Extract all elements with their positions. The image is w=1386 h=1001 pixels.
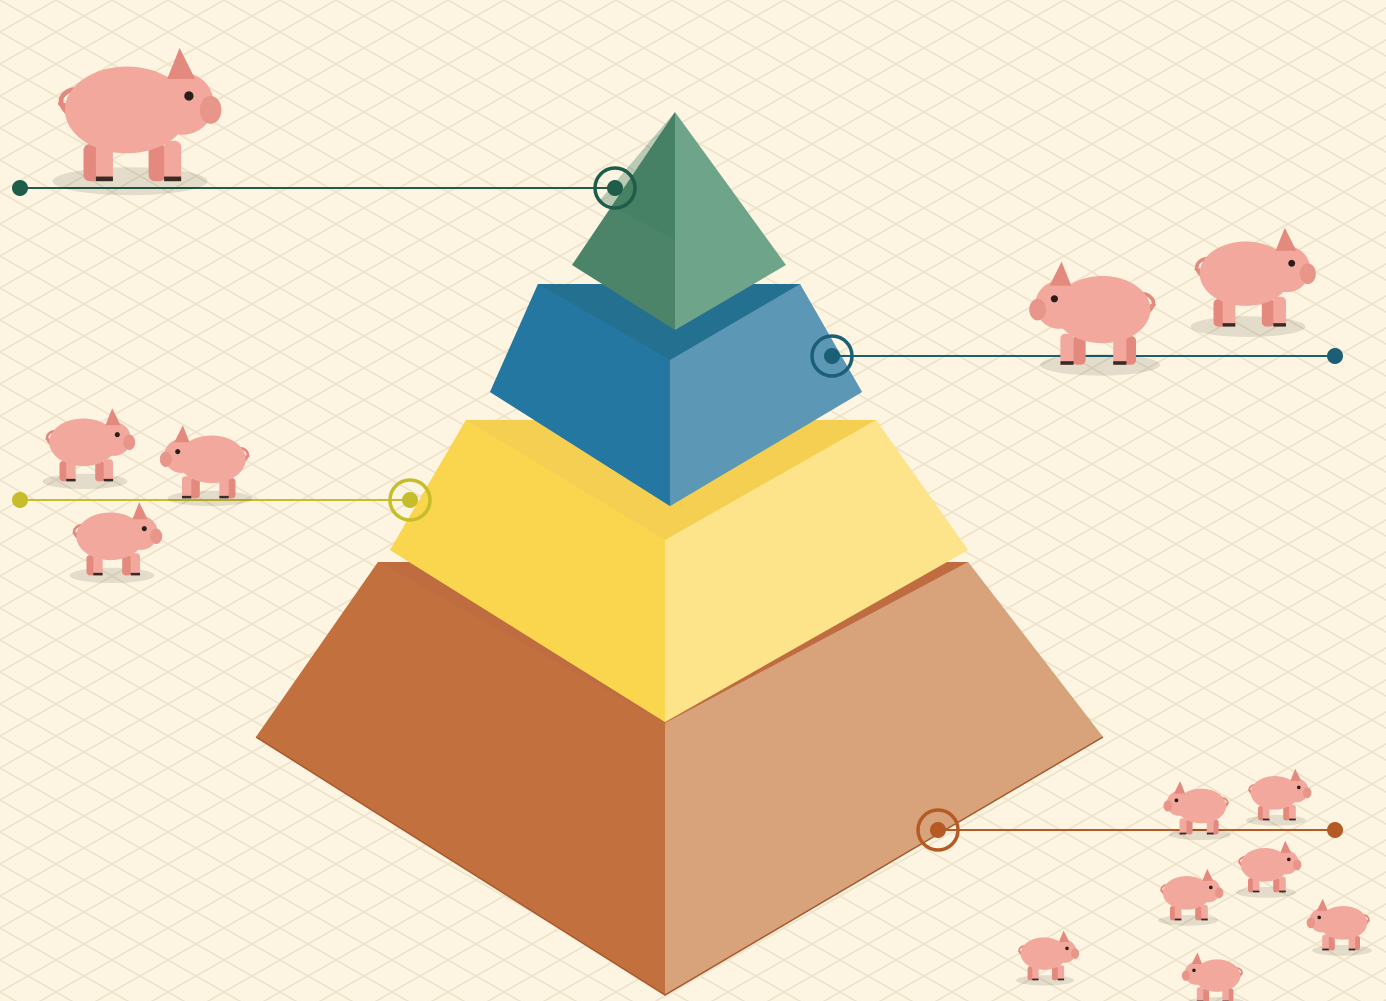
target-ring-icon: [388, 478, 432, 522]
target-ring-icon: [810, 334, 854, 378]
target-ring-icon: [593, 166, 637, 210]
pyramid: [255, 112, 1104, 996]
target-ring-icon: [916, 808, 960, 852]
callout-endpoint-dot: [1327, 348, 1343, 364]
callout-endpoint-dot: [1327, 822, 1343, 838]
callout-endpoint-dot: [12, 492, 28, 508]
pyramid-tier-upper: [490, 284, 862, 506]
callout-base: [916, 808, 1343, 852]
callout-endpoint-dot: [12, 180, 28, 196]
